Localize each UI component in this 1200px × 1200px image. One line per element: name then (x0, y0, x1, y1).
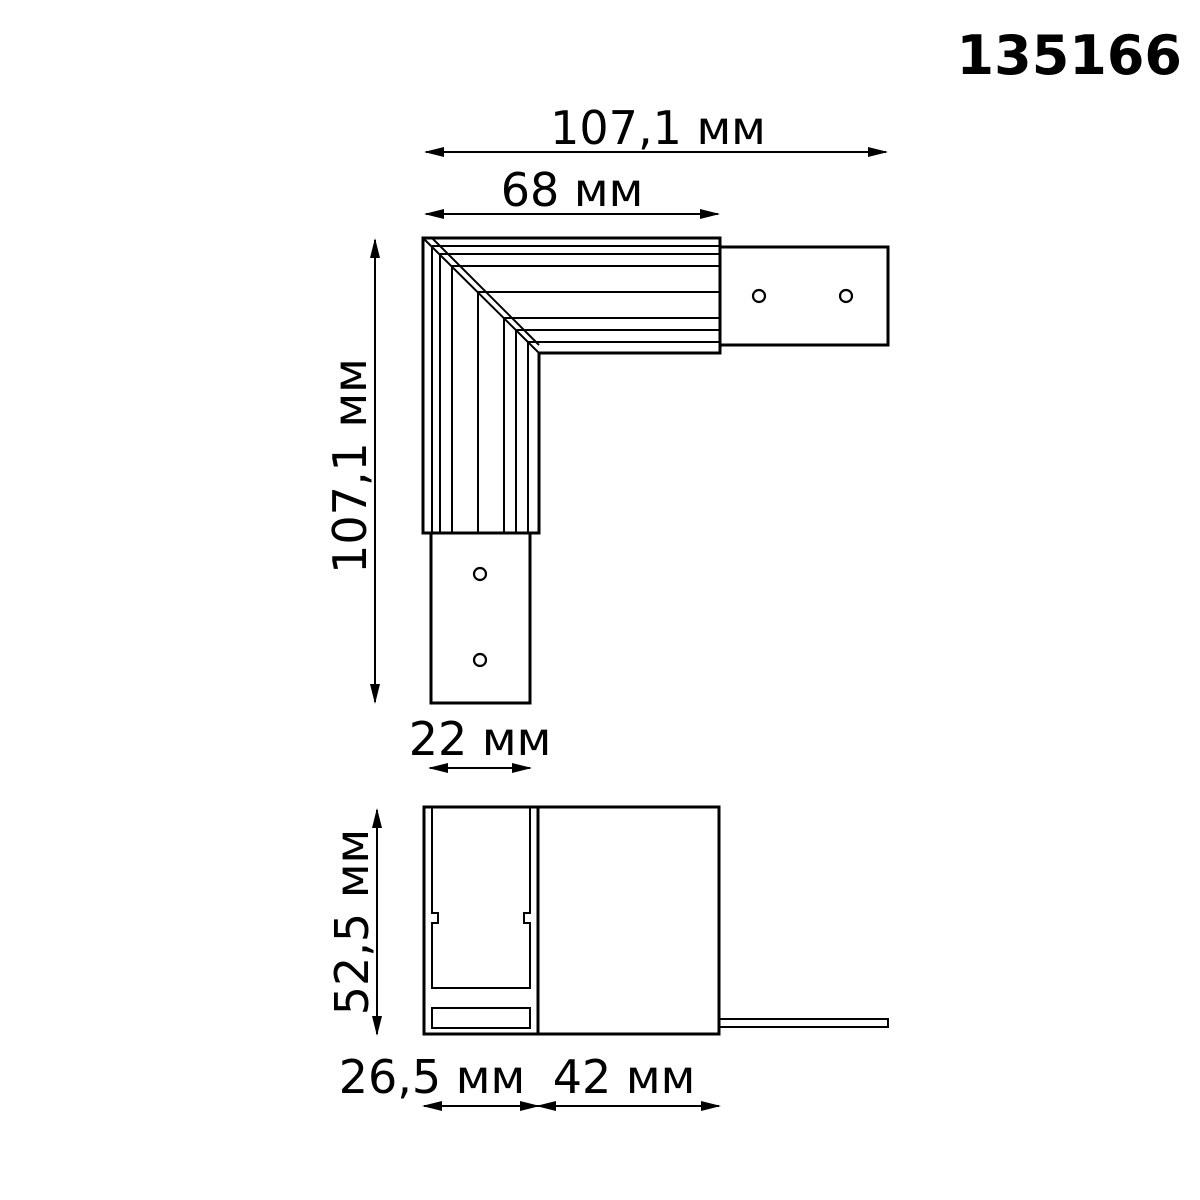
label-side-left-width: 26,5 мм (339, 1050, 525, 1104)
dim-profile-width: 22 мм (409, 712, 552, 773)
label-side-right-width: 42 мм (553, 1050, 696, 1104)
profile-cross-section (422, 805, 889, 1036)
dim-top-overall-width: 107,1 мм (424, 101, 888, 157)
bottom-connector-plate (429, 531, 532, 705)
side-view: 52,5 мм 26,5 мм 42 мм (325, 805, 889, 1111)
label-overall-height: 107,1 мм (323, 358, 377, 574)
dim-top-inner-width: 68 мм (424, 163, 720, 219)
label-side-height: 52,5 мм (325, 829, 379, 1015)
dim-side-left-width: 26,5 мм (339, 1050, 540, 1111)
article-number: 135166 (957, 24, 1182, 87)
mounting-hole-icon (751, 288, 767, 304)
label-profile-width: 22 мм (409, 712, 552, 766)
mounting-hole-icon (838, 288, 854, 304)
dim-overall-height: 107,1 мм (323, 238, 380, 704)
right-connector-plate (718, 245, 890, 347)
mounting-hole-icon (472, 652, 488, 668)
mounting-hole-icon (472, 566, 488, 582)
dim-side-right-width: 42 мм (536, 1050, 721, 1111)
label-top-overall-width: 107,1 мм (550, 101, 766, 155)
dim-side-height: 52,5 мм (325, 808, 382, 1036)
top-view: 107,1 мм 68 мм 107,1 мм (323, 101, 890, 773)
corner-profile (421, 236, 722, 535)
label-top-inner-width: 68 мм (501, 163, 644, 217)
